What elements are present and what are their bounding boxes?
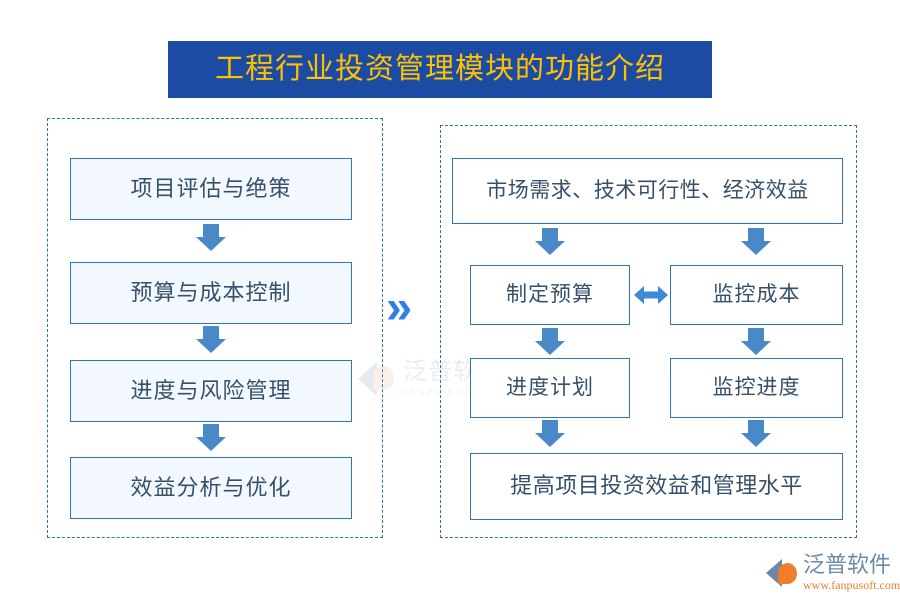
arrow-down-icon-right-5 xyxy=(534,420,566,448)
right-label-make-budget: 制定预算 xyxy=(506,282,594,307)
left-step-label-3: 进度与风险管理 xyxy=(130,377,292,403)
left-step-label-2: 预算与成本控制 xyxy=(130,279,292,305)
left-step-box-2[interactable]: 预算与成本控制 xyxy=(70,262,352,324)
arrow-head xyxy=(196,339,226,353)
brand-logo-text: 泛普软件 www.fanpusoft.com xyxy=(803,551,900,593)
brand-logo[interactable]: 泛普软件 www.fanpusoft.com xyxy=(766,552,900,594)
arrow-stem xyxy=(203,326,219,340)
right-top-label: 市场需求、技术可行性、经济效益 xyxy=(486,178,809,203)
left-step-box-3[interactable]: 进度与风险管理 xyxy=(70,360,352,422)
double-chevron-right-icon: » xyxy=(386,280,413,333)
arrow-stem xyxy=(542,228,558,242)
left-step-label-1: 项目评估与绝策 xyxy=(130,175,292,201)
right-top-box[interactable]: 市场需求、技术可行性、经济效益 xyxy=(452,158,843,224)
left-step-box-1[interactable]: 项目评估与绝策 xyxy=(70,158,352,220)
brand-url: www.fanpusoft.com xyxy=(803,577,900,592)
brand-name: 泛普软件 xyxy=(803,551,892,577)
arrow-down-icon-right-1 xyxy=(534,228,566,256)
arrow-down-icon-left-2 xyxy=(195,326,227,354)
right-box-make-budget[interactable]: 制定预算 xyxy=(470,265,630,325)
left-step-box-4[interactable]: 效益分析与优化 xyxy=(70,457,352,519)
arrow-head xyxy=(741,241,771,255)
arrow-stem xyxy=(748,420,764,434)
right-box-monitor-cost[interactable]: 监控成本 xyxy=(670,265,843,325)
arrow-stem xyxy=(748,328,764,342)
right-bottom-box[interactable]: 提高项目投资效益和管理水平 xyxy=(470,453,843,520)
right-bottom-label: 提高项目投资效益和管理水平 xyxy=(510,473,803,499)
arrow-stem xyxy=(542,328,558,342)
right-box-monitor-progress[interactable]: 监控进度 xyxy=(670,358,843,418)
arrow-stem xyxy=(748,228,764,242)
arrow-down-icon-right-4 xyxy=(740,328,772,356)
arrow-left-right-icon xyxy=(634,286,668,304)
arrow-head xyxy=(196,237,226,251)
brand-logo-icon xyxy=(766,558,800,589)
arrow-down-icon-right-6 xyxy=(740,420,772,448)
bidirectional-arrow-shape xyxy=(634,286,668,304)
arrow-down-icon-left-3 xyxy=(195,424,227,452)
logo-leaf-shape xyxy=(778,562,797,584)
right-box-schedule-plan[interactable]: 进度计划 xyxy=(470,358,630,418)
arrow-down-icon-right-2 xyxy=(740,228,772,256)
arrow-stem xyxy=(203,224,219,238)
arrow-stem xyxy=(203,424,219,438)
arrow-stem xyxy=(542,420,558,434)
arrow-down-icon-right-3 xyxy=(534,328,566,356)
right-label-monitor-cost: 监控成本 xyxy=(712,282,801,307)
arrow-head xyxy=(535,433,565,447)
left-step-label-4: 效益分析与优化 xyxy=(130,474,292,500)
arrow-head xyxy=(535,341,565,355)
arrow-head xyxy=(741,341,771,355)
page-title: 工程行业投资管理模块的功能介绍 xyxy=(214,53,665,85)
left-flow-panel xyxy=(47,118,383,538)
arrow-head xyxy=(741,433,771,447)
arrow-down-icon-left-1 xyxy=(195,224,227,252)
title-banner: 工程行业投资管理模块的功能介绍 xyxy=(168,41,712,98)
arrow-head xyxy=(196,437,226,451)
right-label-monitor-progress: 监控进度 xyxy=(712,375,801,400)
right-flow-panel xyxy=(440,125,857,538)
right-label-schedule-plan: 进度计划 xyxy=(506,375,594,400)
arrow-head xyxy=(535,241,565,255)
